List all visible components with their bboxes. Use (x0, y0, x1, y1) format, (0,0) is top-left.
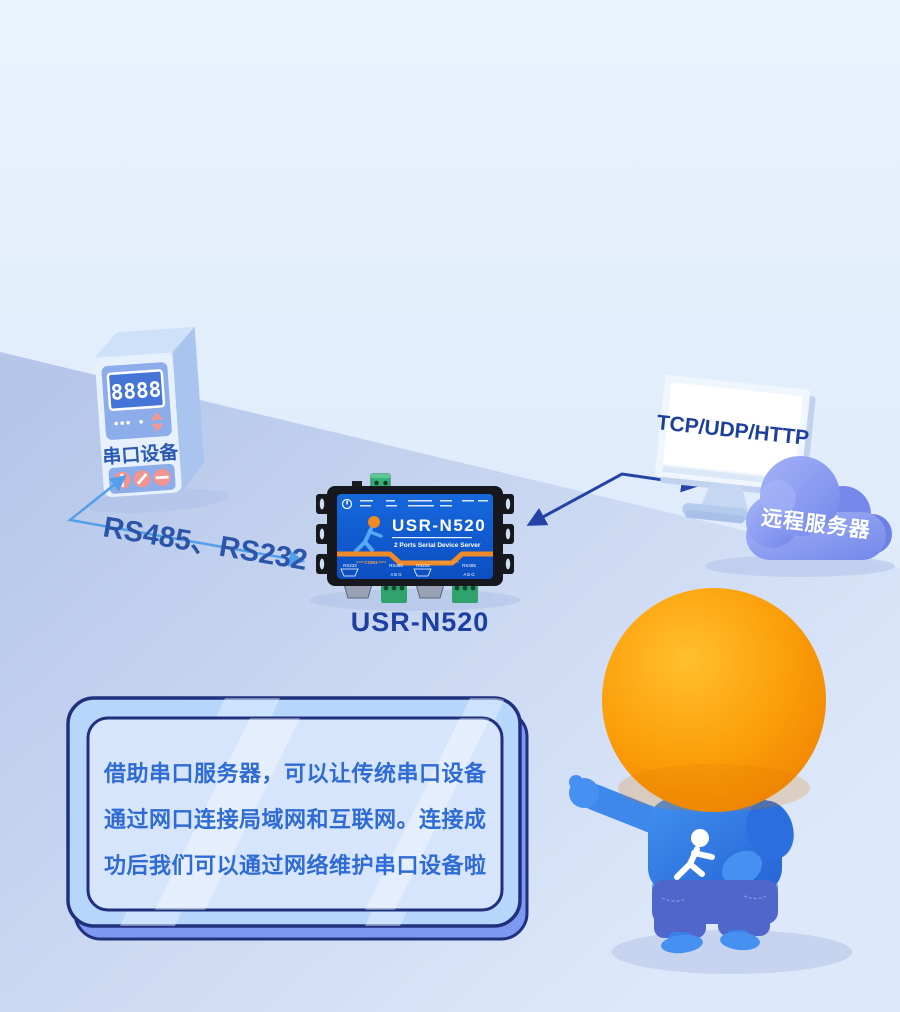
monitor-screen (662, 382, 803, 478)
orange-stripe (337, 551, 493, 566)
svg-text:RS485: RS485 (389, 563, 403, 568)
speech-line-1: 借助串口服务器，可以让传统串口设备 (103, 761, 487, 786)
silkscreen-marks (360, 500, 488, 507)
db9-connector (415, 583, 445, 599)
segment-display-value: 8888 (110, 377, 162, 404)
gateway-device: USR-N520 2 Ports Serial Device Server CO… (310, 473, 520, 611)
cloud-shadow (705, 555, 895, 577)
monitor-bezel-strip (662, 465, 795, 486)
inner-card-streaks (155, 718, 490, 910)
mascot-left-foot (661, 934, 703, 954)
power-icon (341, 498, 353, 510)
mascot (569, 588, 852, 974)
svg-text:COM1: COM1 (364, 560, 377, 565)
serial-device-side-face (172, 326, 205, 493)
svg-text:A B G: A B G (391, 572, 402, 577)
gateway-faceplate (337, 494, 493, 579)
segment-display (106, 369, 166, 411)
mascot-head-shade (618, 764, 810, 812)
speech-line-2: 通过网口连接局域网和互联网。连接成 (104, 807, 487, 832)
status-dots-icon (114, 419, 143, 426)
gateway-name: USR-N520 (392, 516, 486, 535)
mounting-holes (319, 498, 511, 570)
shorts-pocket-seam (743, 895, 767, 900)
usr-logo-icon (354, 516, 383, 553)
mascot-right-hand (721, 850, 763, 886)
gateway-caption: USR-N520 (351, 607, 490, 637)
server-cloud-icon: 远程服务器 (705, 456, 895, 577)
mascot-left-arm (581, 784, 665, 833)
speech-box-inner-card (86, 716, 504, 912)
db9-connector (343, 583, 373, 599)
mascot-head (602, 588, 826, 812)
svg-text:A B G: A B G (464, 572, 475, 577)
power-icon-line (346, 500, 348, 505)
svg-text:RS485: RS485 (462, 563, 476, 568)
gateway-subtitle: 2 Ports Serial Device Server (394, 542, 481, 549)
logo-divider (392, 537, 472, 539)
svg-text:COM2: COM2 (437, 560, 450, 565)
shirt-logo-icon (674, 829, 715, 880)
serial-link-arrow (67, 474, 306, 567)
up-down-arrows-icon (151, 411, 164, 432)
terminal-block-bottom (381, 582, 478, 603)
monitor-stand-base-front (684, 509, 745, 524)
speech-text: 借助串口服务器，可以让传统串口设备 通过网口连接局域网和互联网。连接成 功后我们… (103, 761, 487, 878)
mascot-right-foot (720, 931, 760, 951)
mascot-right-sleeve (746, 800, 794, 860)
svg-text:RS232: RS232 (416, 563, 430, 568)
db9-outline-icon (340, 568, 359, 577)
speech-line-3: 功后我们可以通过网络维护串口设备啦 (104, 853, 487, 878)
monitor-stand-neck (700, 482, 749, 512)
power-nub (352, 481, 362, 490)
port-labels: COM1 COM2 RS232 RS232 RS485 RS485 A B G … (340, 560, 476, 577)
shorts-pocket-seam (661, 897, 687, 902)
serial-device-top-face (94, 326, 195, 358)
db9-outline-icon (413, 568, 432, 577)
svg-text:RS232: RS232 (343, 563, 357, 568)
speech-box: 借助串口服务器，可以让传统串口设备 通过网口连接局域网和互联网。连接成 功后我们… (66, 696, 529, 941)
